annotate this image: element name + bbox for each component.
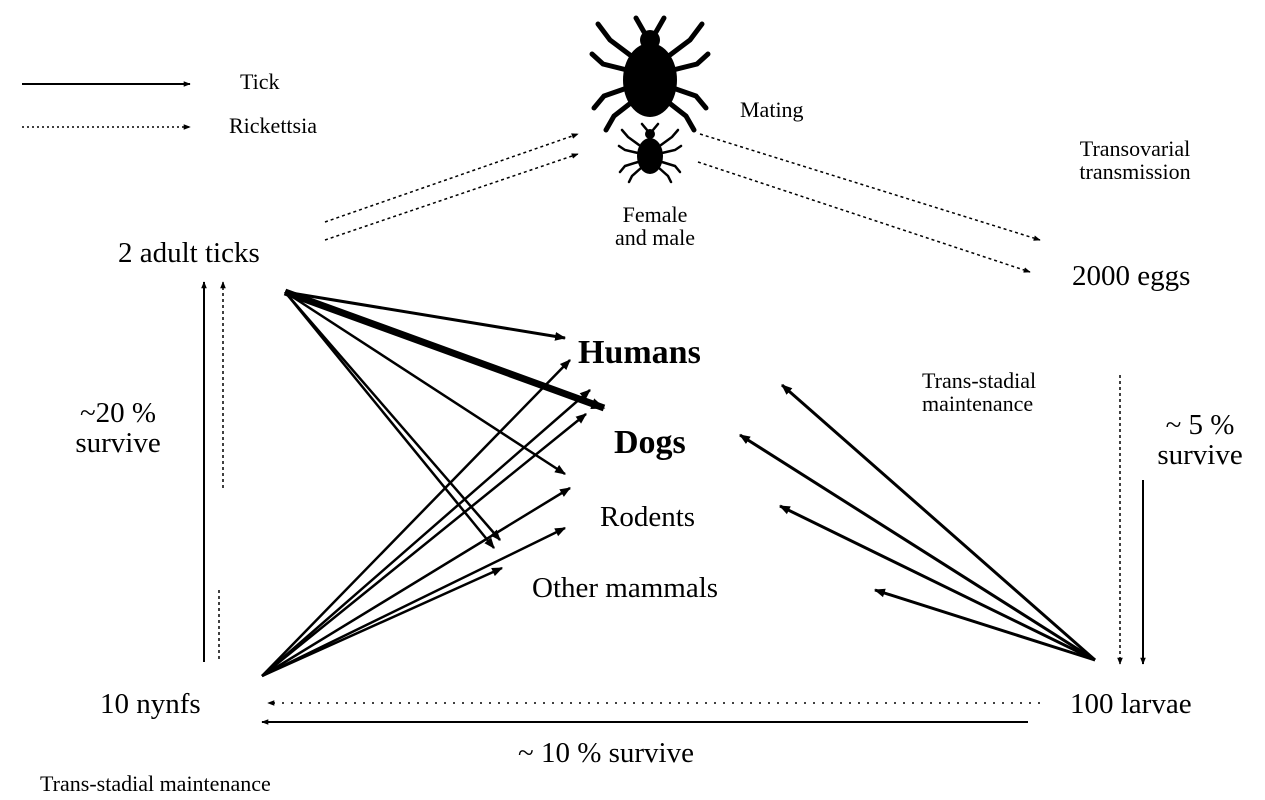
survive-20-label: ~20 % survive [48,398,188,459]
survive-20-line-1: ~20 % [48,398,188,428]
larvae-to-other-mammals-arrow [875,590,1095,660]
female-male-line-1: Female [585,203,725,226]
female-male-line-2: and male [585,226,725,249]
transovarial-label: Transovarial transmission [1040,137,1230,183]
survive-5-line-1: ~ 5 % [1138,410,1262,440]
transovarial-line-1: Transovarial [1040,137,1230,160]
larvae-to-rodents-arrow [780,506,1095,660]
survive-5-line-2: survive [1138,440,1262,470]
larvae-to-humans-arrow [782,385,1095,660]
mating-to-eggs-dotted-1 [700,134,1040,240]
trans-stadial-line-1: Trans-stadial [922,369,1036,392]
nymphs-label: 10 nynfs [100,689,201,719]
trans-stadial-label: Trans-stadial maintenance [922,369,1036,415]
host-rodents: Rodents [600,502,695,532]
legend-tick-label: Tick [240,70,280,93]
female-male-label: Female and male [585,203,725,249]
large-tick-icon [592,18,708,130]
legend-rickettsia-label: Rickettsia [229,114,317,137]
adults-to-mating-dotted-1 [325,134,578,222]
trans-stadial-line-2: maintenance [922,392,1036,415]
larvae-to-dogs-arrow [740,435,1095,660]
survive-20-line-2: survive [48,428,188,458]
nymphs-to-humans-arrow [262,360,570,676]
larvae-label: 100 larvae [1070,689,1192,719]
small-tick-icon [619,124,681,182]
adults-to-humans-arrow [285,292,565,338]
host-dogs: Dogs [614,425,686,461]
adults-to-rodents-arrow [285,292,565,474]
nymphs-to-rodents-arrow [262,488,570,676]
eggs-label: 2000 eggs [1072,261,1190,291]
adults-to-mating-dotted-2 [325,154,578,240]
host-other-mammals: Other mammals [532,573,718,603]
host-humans: Humans [578,335,701,371]
transovarial-line-2: transmission [1040,160,1230,183]
survive-10-label: ~ 10 % survive [518,738,694,768]
trans-stadial-bottom-label: Trans-stadial maintenance [40,772,271,795]
nymphs-to-rodents-arrow-2 [262,528,565,676]
nymphs-to-other-mammals-arrow [262,568,502,676]
adult-ticks-label: 2 adult ticks [118,238,260,268]
nymphs-to-dogs-arrow [262,390,590,676]
mating-to-eggs-dotted-2 [698,162,1030,272]
mating-label: Mating [740,98,804,121]
survive-5-label: ~ 5 % survive [1138,410,1262,471]
